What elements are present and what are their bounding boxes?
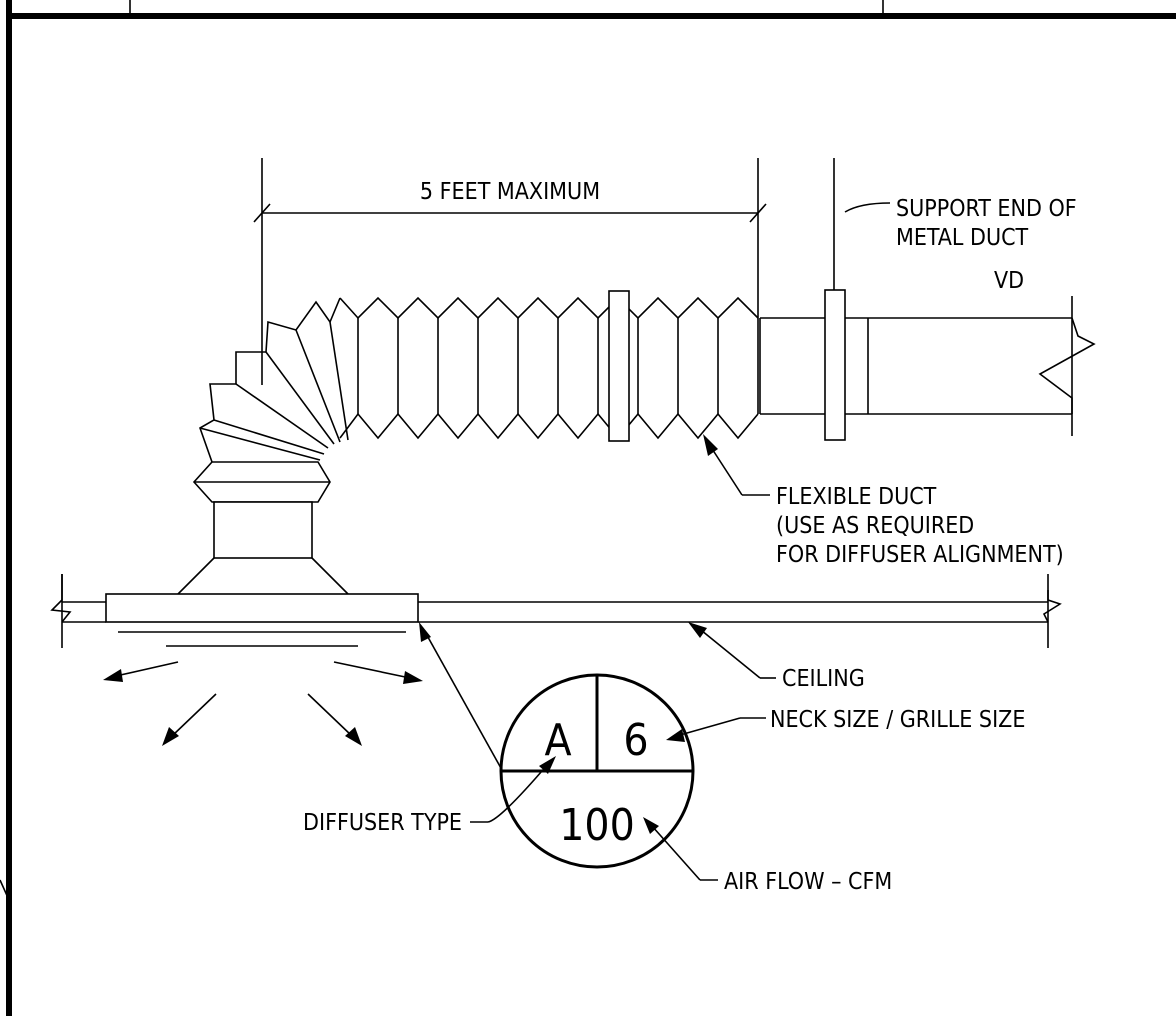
support-label-line1: SUPPORT END OF xyxy=(896,196,1077,222)
tag-leader xyxy=(419,622,503,771)
flex-duct-label-line1: FLEXIBLE DUCT xyxy=(776,484,937,510)
dimension-label: 5 FEET MAXIMUM xyxy=(420,179,600,205)
diffuser-type-label: DIFFUSER TYPE xyxy=(303,810,462,836)
diffuser-neck xyxy=(213,501,313,559)
support-hanger xyxy=(824,289,846,441)
diffuser xyxy=(105,501,419,647)
duct-band xyxy=(608,290,630,442)
tag-type-letter: A xyxy=(544,715,571,766)
flex-duct-callout: FLEXIBLE DUCT (USE AS REQUIRED FOR DIFFU… xyxy=(703,434,1064,568)
tag-cfm: 100 xyxy=(559,800,635,851)
vd-label: VD xyxy=(994,268,1024,294)
flex-duct-label-line3: FOR DIFFUSER ALIGNMENT) xyxy=(776,542,1064,568)
tag-neck-size: 6 xyxy=(623,715,648,766)
air-flow-label: AIR FLOW – CFM xyxy=(724,869,892,895)
air-flow-arrows xyxy=(103,661,423,746)
diffuser-tag: A 6 100 xyxy=(499,673,695,869)
metal-duct: VD xyxy=(759,158,1096,441)
flex-duct-label-line2: (USE AS REQUIRED xyxy=(776,513,974,539)
ceiling xyxy=(50,574,1062,648)
flexible-duct-elbow xyxy=(192,297,349,503)
diffuser-face xyxy=(105,593,419,623)
neck-size-label: NECK SIZE / GRILLE SIZE xyxy=(770,707,1025,733)
diffuser-type-callout: DIFFUSER TYPE xyxy=(303,756,556,836)
air-flow-callout: AIR FLOW – CFM xyxy=(643,817,892,895)
neck-size-callout: NECK SIZE / GRILLE SIZE xyxy=(666,707,1025,742)
flexible-duct xyxy=(339,290,759,442)
support-label-line2: METAL DUCT xyxy=(896,225,1029,251)
dimension-line: 5 FEET MAXIMUM xyxy=(253,158,767,385)
support-callout: SUPPORT END OF METAL DUCT xyxy=(844,196,1077,251)
ceiling-callout: CEILING xyxy=(688,622,865,692)
ceiling-label: CEILING xyxy=(782,666,865,692)
